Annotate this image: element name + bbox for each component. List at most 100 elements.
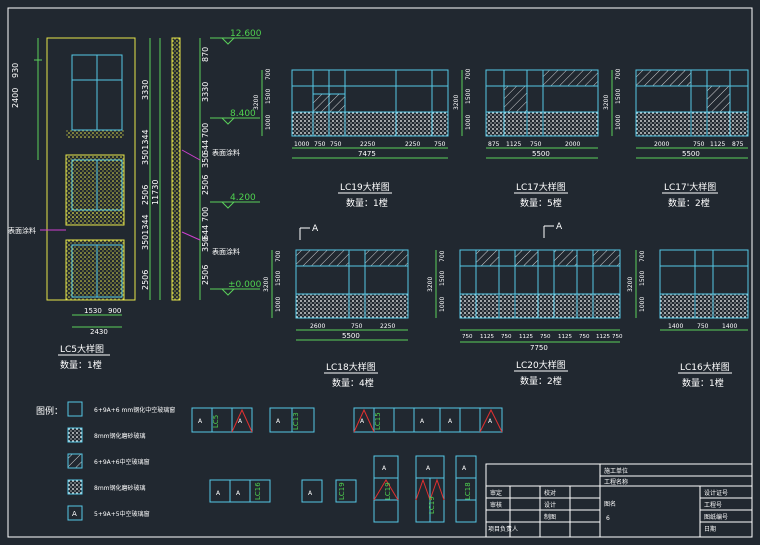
mini-a-5: A (420, 418, 425, 425)
legend-swatch-marker (67, 505, 83, 521)
mini-a-3: A (276, 418, 281, 425)
lc16-h3: 1500 (639, 271, 646, 286)
mini-red-diagonals (231, 408, 503, 501)
lc17b-h1: 700 (615, 68, 622, 80)
lc18-marker: A (312, 224, 319, 234)
mini-label-lc5: LC5 (212, 415, 220, 428)
lc17-dim-4: 2000 (565, 141, 580, 148)
mini-a-1: A (198, 418, 203, 425)
dim-2430: 2430 (90, 328, 108, 336)
dim-644-b: 644 (201, 225, 210, 240)
mini-a-4: A (360, 418, 365, 425)
mini-a-13: A (462, 465, 467, 472)
lc18-title: LC18大样图 (326, 361, 376, 373)
lc16-dim-2: 750 (697, 323, 709, 330)
mini-label-lc16: LC16 (254, 482, 262, 500)
tb-draw: 制图 (544, 513, 556, 521)
tb-approve: 审定 (490, 489, 502, 497)
legend-text-4: 8mm钢化磨砂玻璃 (94, 484, 146, 492)
lc16-h2: 3200 (627, 277, 634, 292)
lc16-window (635, 249, 749, 331)
lc17-window (461, 69, 599, 159)
lc20-dim-4: 1125 (519, 334, 533, 340)
lc17b-qty: 数量：2樘 (668, 197, 710, 209)
lc16-title: LC16大样图 (680, 361, 730, 373)
lc20-h3: 1500 (439, 271, 446, 286)
lc17-dim-2: 1125 (506, 141, 521, 148)
lc18-dim-3: 2250 (380, 323, 395, 330)
tb-cert: 设计证号 (704, 489, 728, 497)
lc17b-dim-1: 2000 (654, 141, 669, 148)
tb-job: 工程号 (704, 501, 722, 509)
tb-construction: 施工单位 (604, 467, 628, 475)
dim-900: 900 (108, 307, 121, 315)
lc18-dim-1: 2600 (310, 323, 325, 330)
legend-title: 图例： (36, 405, 63, 417)
tb-mark: 6 (606, 515, 610, 522)
level-4200: 4.200 (230, 193, 256, 203)
mini-window-keys (191, 407, 503, 523)
lc19-h2: 3200 (253, 95, 260, 110)
lc17b-dim-4: 875 (732, 141, 744, 148)
mini-a-9: A (236, 490, 241, 497)
note-surface-coating-1: 表面涂料 (212, 148, 240, 157)
mini-label-lc19b: LC19 (384, 482, 392, 500)
note-surface-coating-3: 表面涂料 (8, 226, 36, 235)
lc19-qty: 数量：1樘 (346, 197, 388, 209)
lc20-dim-6: 1125 (558, 334, 572, 340)
legend-marker-letter: A (72, 510, 77, 518)
lc17b-title: LC17'大样图 (664, 181, 716, 193)
dim-1530: 1530 (84, 307, 102, 315)
lc20-dim-2: 1125 (480, 334, 494, 340)
tb-review: 审核 (490, 501, 502, 509)
dim-3501344-a: 3501344 (141, 129, 150, 165)
lc17b-dim-3: 1125 (710, 141, 725, 148)
legend-text-5: 5+9A+5中空玻璃窗 (94, 510, 150, 518)
mini-a-11: A (382, 465, 387, 472)
lc16-h1: 700 (639, 250, 646, 262)
lc16-qty: 数量：1樘 (682, 377, 724, 389)
lc20-h2: 3200 (427, 277, 434, 292)
lc20-dim-9: 750 (612, 334, 623, 340)
dim-2506-b: 2506 (141, 270, 150, 290)
note-surface-coating-2: 表面涂料 (212, 247, 240, 256)
dim-2506-r1: 2506 (201, 175, 210, 195)
drawing-border (7, 7, 753, 538)
legend-swatch-dots (67, 427, 83, 443)
lc18-h1: 700 (275, 250, 282, 262)
dim-350-b: 350 (201, 237, 210, 252)
dim-700-a: 700 (201, 123, 210, 138)
lc17-dim-1: 875 (488, 141, 500, 148)
lc18-dim-2: 750 (351, 323, 363, 330)
lc19-h1: 700 (265, 68, 272, 80)
lc20-marker: A (556, 222, 563, 232)
lc20-h4: 1000 (439, 297, 446, 312)
lc17b-dim-2: 750 (693, 141, 705, 148)
mini-label-lc13: LC13 (292, 412, 300, 430)
dim-350-a: 350 (201, 153, 210, 168)
lc18-qty: 数量：4樘 (332, 377, 374, 389)
level-0000: ±0.000 (228, 280, 262, 290)
lc20-dim-5: 750 (540, 334, 551, 340)
tb-check: 校对 (544, 489, 556, 497)
lc20-qty: 数量：2樘 (520, 375, 562, 387)
building-elevation (34, 37, 260, 328)
lc05-title: LC5大样图 (60, 343, 104, 355)
lc17-qty: 数量：5樘 (520, 197, 562, 209)
dim-644-a: 644 (201, 140, 210, 155)
lc16-dim-3: 1400 (722, 323, 737, 330)
tb-project: 工程名称 (604, 478, 628, 486)
lc18-window (271, 227, 409, 341)
level-8400: 8.400 (230, 109, 256, 119)
lc19-dim-3: 750 (330, 141, 342, 148)
lc16-dim-1: 1400 (668, 323, 683, 330)
tb-drawing-name: 图名 (604, 500, 616, 508)
mini-a-10: A (308, 490, 313, 497)
dim-11730: 11730 (151, 180, 160, 205)
mini-label-lc19c: LC19 (428, 496, 436, 514)
lc17-h4: 1000 (465, 115, 472, 130)
lc17-h2: 3200 (453, 95, 460, 110)
dim-930: 930 (11, 63, 20, 78)
